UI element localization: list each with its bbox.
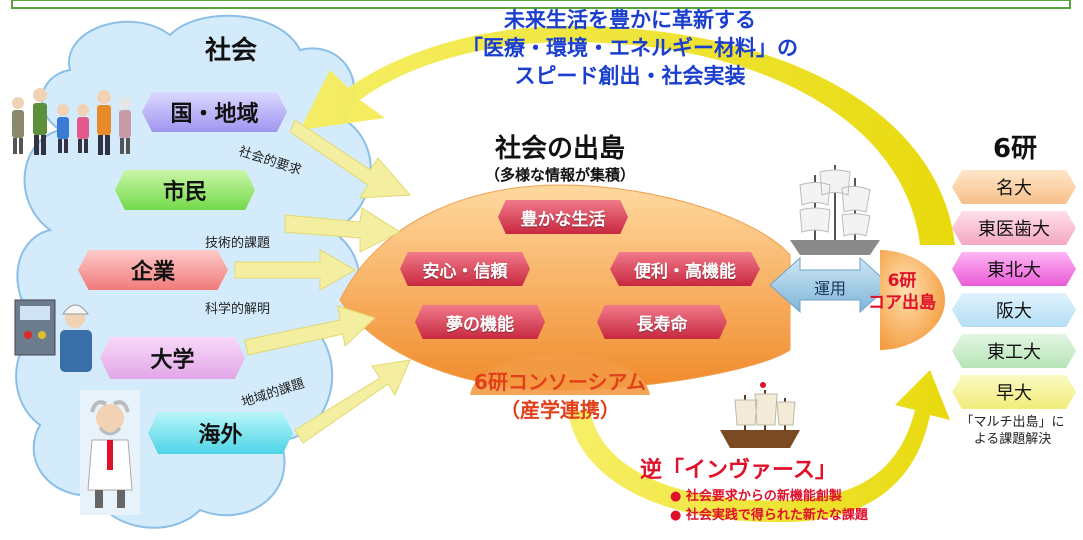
consortium-label: 6研コンソーシアム （産学連携） [440, 368, 680, 424]
inverse-bullets: ● 社会要求からの新機能創製 ● 社会実践で得られた新たな課題 [670, 487, 868, 525]
society-title: 社会 [205, 36, 258, 66]
consortium-arc [470, 353, 650, 395]
link-scientific-elucidation: 科学的解明 [205, 302, 271, 317]
note-line-1: 「マルチ出島」に [960, 415, 1065, 430]
actor-overseas: 海外 [148, 412, 293, 454]
core-line-2: コア出島 [868, 293, 936, 313]
operation-label: 運用 [813, 279, 846, 298]
brown-ship-icon [720, 382, 800, 448]
header-line-1: 未来生活を豊かに革新する [504, 8, 756, 32]
actor-country-region: 国・地域 [142, 92, 287, 132]
top-frame [11, 0, 1071, 9]
inverse-bullet-1-text: 社会要求からの新機能創製 [685, 489, 842, 504]
core-label: 6研 コア出島 [857, 270, 947, 314]
university-osaka: 阪大 [952, 293, 1076, 327]
six-labs-title: 6研 [992, 134, 1038, 164]
value-long-life: 長寿命 [597, 305, 727, 339]
value-rich-life: 豊かな生活 [498, 200, 628, 234]
bottom-curved-arrow [568, 370, 950, 523]
header-line-3: スピード創出・社会実装 [514, 64, 746, 88]
inverse-bullet-2: ● 社会実践で得られた新たな課題 [670, 508, 868, 523]
center-subtitle: （多様な情報が集積） [484, 166, 635, 184]
center-title: 社会の出島 [494, 134, 625, 164]
core-line-1: 6研 [887, 271, 917, 291]
header-line-2: 「医療・環境・エネルギー材料」の [462, 36, 798, 60]
value-convenience: 便利・高機能 [610, 252, 760, 286]
note-line-2: よる課題解決 [973, 432, 1052, 447]
core-deshima [880, 250, 945, 350]
value-dream-function: 夢の機能 [415, 305, 545, 339]
family-people-icon [12, 88, 131, 155]
university-titech: 東工大 [952, 334, 1076, 368]
sailing-ship-icon [790, 165, 880, 255]
university-nagoya: 名大 [952, 170, 1076, 204]
university-waseda: 早大 [952, 375, 1076, 409]
university-tmd: 東医歯大 [952, 211, 1076, 245]
link-technical-issue: 技術的課題 [205, 236, 271, 251]
actor-citizens: 市民 [115, 170, 255, 210]
inverse-bullet-1: ● 社会要求からの新機能創製 [670, 489, 842, 504]
consortium-line-2: （産学連携） [500, 398, 620, 422]
actor-universities: 大学 [100, 337, 245, 379]
value-safety-trust: 安心・信頼 [400, 252, 530, 286]
consortium-line-1: 6研コンソーシアム [473, 370, 647, 394]
engineer-icon [14, 299, 92, 372]
actor-companies: 企業 [78, 250, 228, 290]
inverse-bullet-2-text: 社会実践で得られた新たな課題 [685, 508, 868, 523]
multi-deshima-note: 「マルチ出島」に よる課題解決 [945, 414, 1080, 448]
inverse-title: 逆「インヴァース」 [640, 458, 837, 483]
header-text: 未来生活を豊かに革新する 「医療・環境・エネルギー材料」の スピード創出・社会実… [420, 6, 840, 90]
professor-icon [80, 390, 140, 515]
top-curved-arrow [300, 25, 955, 245]
input-arrows [234, 119, 412, 444]
university-tohoku: 東北大 [952, 252, 1076, 286]
